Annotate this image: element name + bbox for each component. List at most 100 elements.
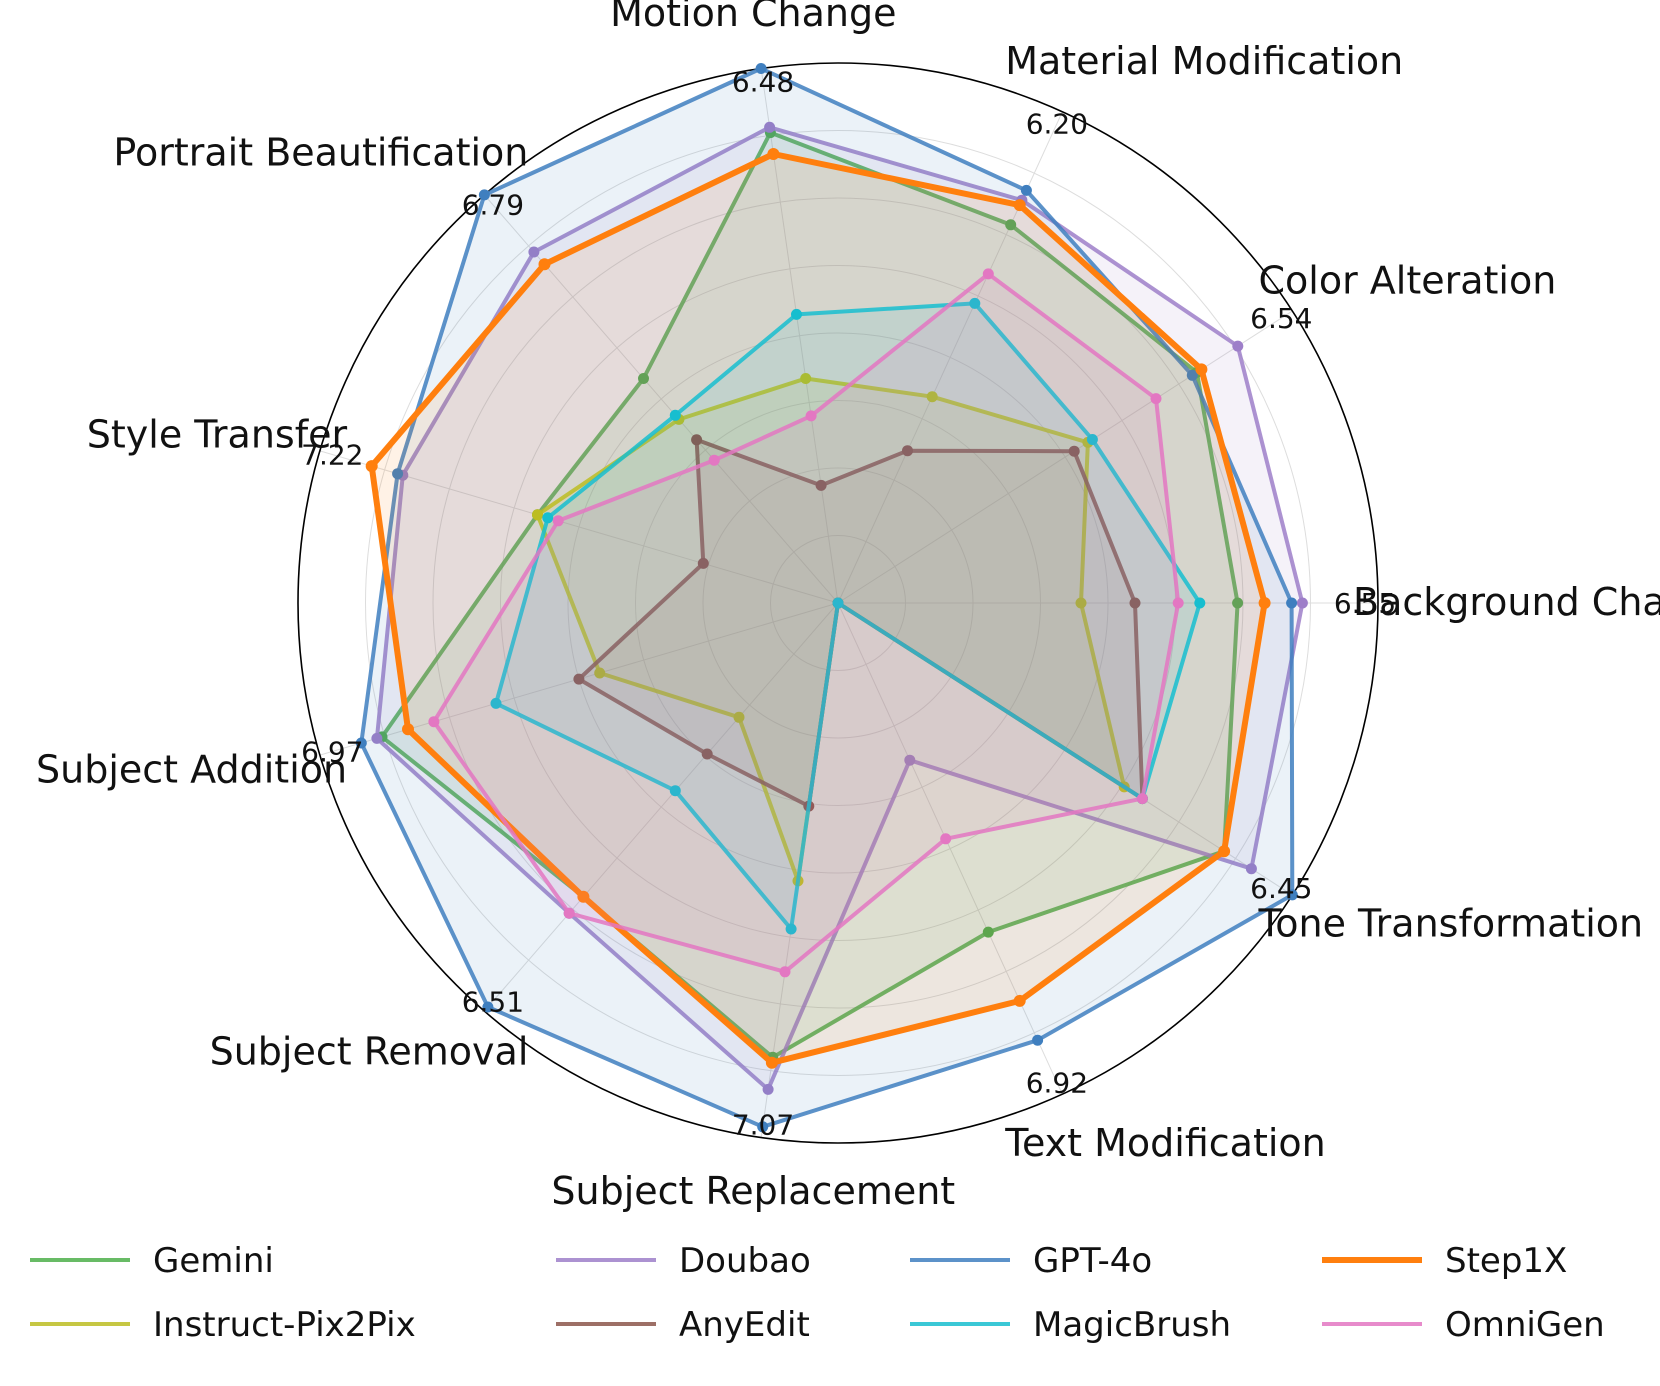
data-point (765, 1056, 778, 1069)
axis-label: Subject Removal (210, 1030, 529, 1074)
data-point (1218, 845, 1231, 858)
data-point (573, 673, 585, 685)
data-point (1013, 199, 1026, 212)
data-point (365, 460, 378, 473)
legend-label: Doubao (679, 1241, 811, 1281)
data-point (940, 833, 952, 845)
data-point (1129, 597, 1141, 609)
data-point (701, 748, 713, 760)
legend-label: Step1X (1445, 1241, 1567, 1281)
series-fill (578, 439, 1143, 807)
axis-max-label: 6.55 (1334, 587, 1396, 620)
legend: Gemini Doubao GPT-4o Step1X Instruct-Pix2Pix… (30, 1241, 1605, 1345)
data-point (969, 297, 981, 309)
data-point (815, 479, 827, 491)
legend-item: Gemini (30, 1241, 274, 1281)
data-point (1086, 434, 1098, 445)
data-point (542, 512, 554, 524)
axis-label: Color Alteration (1259, 258, 1557, 302)
data-point (1258, 597, 1271, 609)
outer-frame (297, 62, 1379, 1144)
legend-item: Instruct-Pix2Pix (30, 1305, 416, 1345)
data-point (762, 1083, 774, 1095)
data-point (791, 308, 802, 320)
data-point (755, 63, 767, 74)
legend-item: Step1X (1322, 1241, 1567, 1281)
legend-item: MagicBrush (910, 1305, 1231, 1345)
data-point (982, 268, 994, 280)
data-point (528, 246, 540, 258)
series-gpt-4o (355, 63, 1298, 1133)
data-point (1068, 445, 1080, 457)
data-point (638, 373, 649, 384)
grid-spoke (837, 310, 1293, 604)
legend-label: AnyEdit (679, 1305, 810, 1345)
data-point (1296, 597, 1308, 609)
data-point (1172, 597, 1184, 609)
axis-label: Subject Addition (36, 748, 347, 792)
data-point (1186, 369, 1198, 381)
data-point (800, 373, 812, 384)
data-point (482, 1001, 494, 1013)
axis-label: Motion Change (610, 0, 896, 35)
data-point (1232, 597, 1244, 609)
data-point (1032, 1034, 1044, 1046)
legend-item: Doubao (556, 1241, 811, 1281)
series-magicbrush (490, 297, 1206, 935)
data-point (832, 597, 844, 609)
axis-max-label: 6.48 (732, 65, 794, 98)
series-line (431, 271, 1181, 974)
axis-max-label: 7.07 (732, 1109, 794, 1142)
data-point (402, 723, 414, 736)
data-point (392, 468, 404, 480)
data-point (767, 148, 780, 160)
data-point (805, 410, 817, 422)
data-point (708, 454, 720, 466)
data-point (594, 667, 606, 679)
series-line (368, 151, 1268, 1066)
legend-label: MagicBrush (1033, 1305, 1231, 1345)
grid-spoke (837, 602, 1063, 1095)
axis-label: Material Modification (1005, 39, 1403, 83)
data-point (1013, 994, 1026, 1007)
data-point (779, 966, 791, 978)
radar-series (355, 63, 1308, 1133)
legend-item: AnyEdit (556, 1305, 810, 1345)
data-point (691, 434, 703, 446)
data-point (733, 711, 745, 723)
axis-max-label: 6.45 (1250, 872, 1312, 905)
axis-max-label: 6.79 (462, 189, 524, 222)
data-point (478, 189, 490, 201)
data-point (1245, 863, 1257, 875)
series-line (359, 66, 1295, 1129)
legend-item: GPT-4o (910, 1241, 1152, 1281)
axis-label: Text Modification (1004, 1121, 1326, 1165)
data-point (371, 732, 383, 744)
series-fill (496, 303, 1200, 929)
data-point (1136, 793, 1148, 805)
series-omnigen (428, 268, 1184, 978)
axis-label: Style Transfer (87, 412, 348, 456)
data-point (1232, 340, 1244, 352)
axis-label: Portrait Beautification (113, 130, 528, 174)
data-point (764, 121, 776, 133)
data-point (490, 697, 502, 709)
axis-max-label: 6.54 (1250, 302, 1312, 335)
data-point (1150, 393, 1162, 405)
series-fill (382, 132, 1238, 1058)
series-fill (537, 378, 1125, 881)
data-point (1286, 597, 1298, 609)
axis-max-label: 6.97 (301, 736, 363, 769)
data-point (1194, 597, 1206, 609)
legend-label: Gemini (153, 1241, 274, 1281)
axis-max-label: 7.22 (301, 439, 363, 472)
data-point (428, 716, 440, 728)
axis-max-label: 6.92 (1026, 1066, 1088, 1099)
series-line (494, 301, 1202, 931)
grid-spoke (483, 602, 839, 1012)
data-point (904, 754, 916, 766)
series-line (380, 130, 1240, 1060)
data-point (577, 890, 590, 903)
